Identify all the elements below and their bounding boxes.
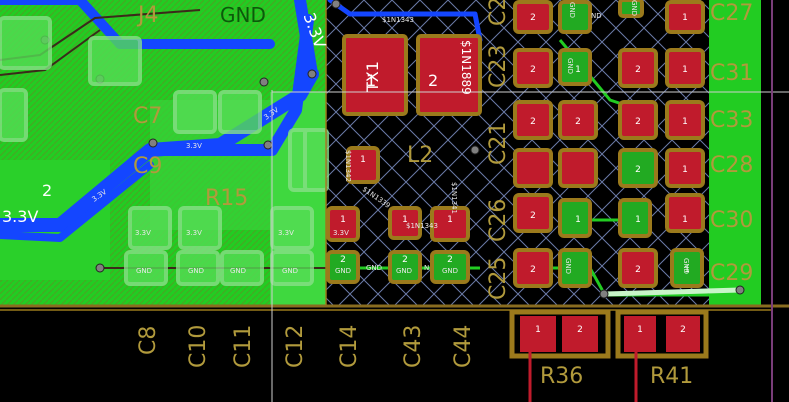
designator-c33: C33 xyxy=(710,108,753,133)
label-3v3-left: 3.3V xyxy=(2,207,38,226)
pad-net-3v3-1: 3.3V xyxy=(135,229,151,237)
pad-number: 1 xyxy=(682,65,688,75)
pad-net-gnd-7: GND xyxy=(442,267,458,275)
pad-number: 1 xyxy=(635,215,641,225)
designator-c23: C23 xyxy=(486,45,511,88)
pad-number: 2 xyxy=(447,255,453,265)
pad-net-1342: $1N1342 xyxy=(344,150,352,182)
pad-number: 1 xyxy=(682,117,688,127)
pad-number: 1 xyxy=(575,215,581,225)
pad-number: 1 xyxy=(575,65,581,75)
pad-net-3v3-3: 3.3V xyxy=(278,229,294,237)
pad-number: 2 xyxy=(635,117,641,127)
trace-net-n: N xyxy=(424,264,429,272)
designator-c27: C27 xyxy=(710,1,753,26)
designator-c26: C26 xyxy=(486,199,511,242)
pad-number: 2 xyxy=(530,265,536,275)
designator-r15: R15 xyxy=(205,186,248,211)
designator-c9: C9 xyxy=(133,154,162,179)
designator-j4: J4 xyxy=(136,3,159,28)
pad-number: 2 xyxy=(575,117,581,127)
pad-net-gnd-5: GND xyxy=(335,267,351,275)
pad-number: 2 xyxy=(340,255,346,265)
pad-number: 2 xyxy=(577,325,583,335)
pad-number: 1 xyxy=(360,155,366,165)
net-label-1343: $1N1343 xyxy=(382,16,414,24)
designator-c31: C31 xyxy=(710,61,753,86)
pad-net-3v3-2: 3.3V xyxy=(186,229,202,237)
smd-pads-grid[interactable] xyxy=(326,0,705,288)
pad-number: 1 xyxy=(682,215,688,225)
pad-net-3v3-4: 3.3V xyxy=(333,229,349,237)
tx1-pad2-num: 2 xyxy=(428,71,438,90)
pad-number: 1 xyxy=(637,325,643,335)
designator-tx1: TX1 xyxy=(363,61,382,93)
pad-number: 1 xyxy=(447,215,453,225)
pad-net-gnd-4: GND xyxy=(282,267,298,275)
designator-c10: C10 xyxy=(186,325,211,368)
designator-c7: C7 xyxy=(133,104,162,129)
silkscreen-labels: J4 C7 C9 R15 L2 C27 C31 C33 C28 C30 C29 … xyxy=(2,0,753,389)
r41-footprint[interactable] xyxy=(615,309,709,402)
pad-number: 1 xyxy=(682,165,688,175)
pad-net-gnd-11: GND xyxy=(630,0,638,16)
trace-label-3v3-a: 3.3V xyxy=(186,142,202,150)
pad-numbers: 2 2 2 2 2 2 1 1 2 2 2 1 2 1 1 1 1 1 1 1 … xyxy=(340,13,690,335)
tx1-pad2-net: $1N1889 xyxy=(459,40,473,95)
designator-c29: C29 xyxy=(710,261,753,286)
pad-number: 2 xyxy=(680,325,686,335)
tx1-footprint[interactable] xyxy=(342,34,482,116)
pad-number: 2 xyxy=(635,65,641,75)
pad-net-1341: $1N1341 xyxy=(450,182,458,214)
designator-r41: R41 xyxy=(650,364,693,389)
designator-l2: L2 xyxy=(407,143,433,168)
designator-c12: C12 xyxy=(283,325,308,368)
pad-net-gnd-6: GND xyxy=(396,267,412,275)
designator-c14: C14 xyxy=(337,325,362,368)
pad-number: 1 xyxy=(402,215,408,225)
pad-net-gnd-3: GND xyxy=(230,267,246,275)
net-label-nd: ND xyxy=(591,12,602,20)
pad-number: 1 xyxy=(682,13,688,23)
pad-net-gnd-2: GND xyxy=(188,267,204,275)
gnd-pads[interactable] xyxy=(326,0,704,288)
pad-number: 2 xyxy=(530,117,536,127)
pad-number: 2 xyxy=(530,13,536,23)
pad-number: 1 xyxy=(340,215,346,225)
tx1-pad1-num: 1 xyxy=(366,71,376,90)
label-pad-2: 2 xyxy=(42,181,52,200)
pad-net-gnd-9: GND xyxy=(566,58,574,74)
designator-c21: C21 xyxy=(486,122,511,165)
trace-net-gnd: GND xyxy=(366,264,382,272)
designator-c30: C30 xyxy=(710,208,753,233)
designator-c28: C28 xyxy=(710,153,753,178)
r36-footprint[interactable] xyxy=(509,309,611,402)
pad-number: 2 xyxy=(530,211,536,221)
pad-number: 2 xyxy=(530,65,536,75)
designator-c43: C43 xyxy=(401,325,426,368)
pad-number: 1 xyxy=(535,325,541,335)
pad-number: 2 xyxy=(635,265,641,275)
designator-c2x: C2 xyxy=(486,0,511,26)
copper-pour-right[interactable] xyxy=(709,0,761,305)
pad-net-1343: $1N1343 xyxy=(406,222,438,230)
designator-c25: C25 xyxy=(486,257,511,300)
label-gnd-pour: GND xyxy=(220,3,266,27)
designator-r36: R36 xyxy=(540,364,583,389)
pad-number: 2 xyxy=(402,255,408,265)
designator-c8: C8 xyxy=(136,326,161,355)
pad-number: 1 xyxy=(684,265,690,275)
trace-highlight[interactable] xyxy=(604,287,741,297)
designator-c11: C11 xyxy=(231,325,256,368)
pad-net-gnd-8: GND xyxy=(568,2,576,18)
pad-number: 2 xyxy=(635,165,641,175)
tx1-labels: TX1 1 2 $1N1889 $1N1343 xyxy=(363,16,473,95)
pad-net-gnd-1: GND xyxy=(136,267,152,275)
designator-c44: C44 xyxy=(451,325,476,368)
pad-net-gnd-12: GND xyxy=(682,258,690,274)
pad-net-gnd-10: GND xyxy=(564,258,572,274)
